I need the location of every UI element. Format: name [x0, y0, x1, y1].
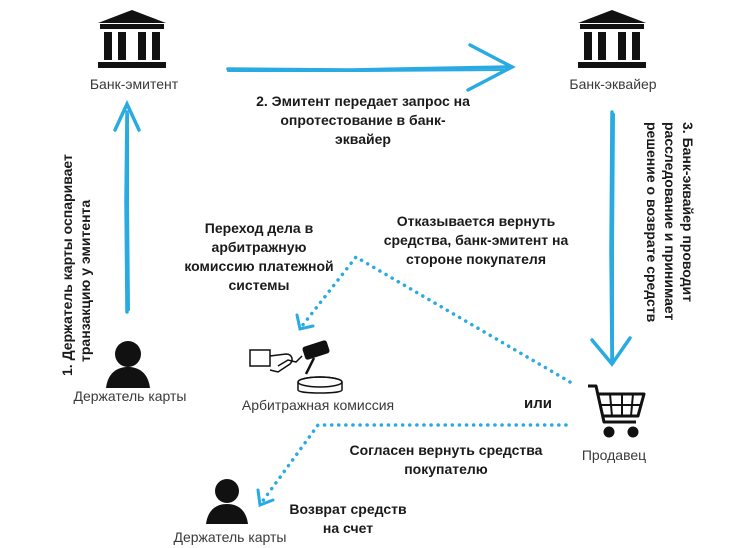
arrowhead-arbitration	[295, 313, 315, 331]
refuse-text: Отказывается вернуть средства, банк-эмит…	[383, 213, 569, 267]
cardholder-bottom-label: Держатель карты	[173, 529, 287, 545]
arbitration-label: Арбитражная комиссия	[241, 397, 395, 413]
arrow-cardholder-to-issuer	[113, 99, 141, 314]
merchant-label: Продавец	[581, 447, 647, 463]
arrow-acquirer-to-merchant	[590, 110, 632, 367]
person-icon	[106, 341, 150, 388]
arrowhead-cardholder	[256, 488, 275, 508]
bank-icon	[578, 10, 646, 68]
shopping-cart-icon	[588, 384, 646, 438]
dotted-arrow-to-cardholder	[260, 423, 568, 504]
cardholder-label: Держатель карты	[73, 388, 187, 404]
step-1-text: 1. Держатель карты оспаривает транзакцию…	[59, 154, 93, 376]
issuer-label: Банк-эмитент	[89, 76, 179, 92]
arrow-issuer-to-acquirer	[226, 43, 516, 92]
dotted-arrow-to-arbitration	[300, 254, 572, 384]
step-3-text: 3. Банк-эквайер проводит расследование и…	[644, 122, 696, 323]
step-2-text: 2. Эмитент передает запрос на опротестов…	[256, 93, 470, 147]
agree-text: Согласен вернуть средства покупателю	[349, 442, 543, 477]
gavel-icon	[249, 340, 343, 394]
acquirer-label: Банк-эквайер	[569, 76, 657, 92]
refund-text: Возврат средств на счет	[289, 501, 407, 536]
bank-icon	[98, 10, 166, 68]
person-icon	[206, 479, 248, 524]
arbitration-transfer-text: Переход дела в арбитражную комиссию плат…	[184, 220, 334, 293]
or-text: или	[524, 395, 552, 412]
